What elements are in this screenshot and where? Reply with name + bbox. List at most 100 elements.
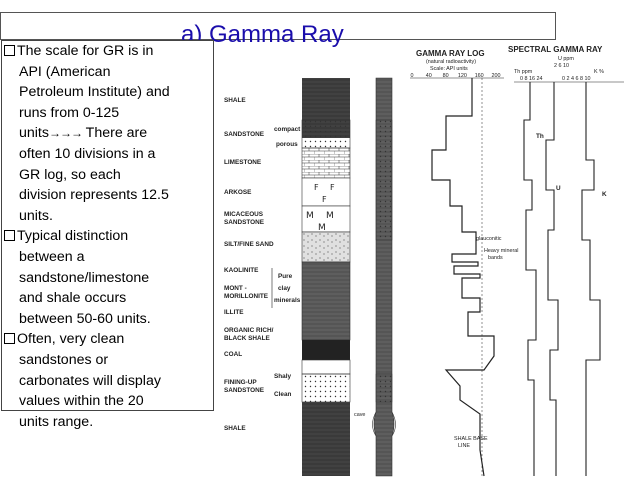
label-pure: Pure [278, 273, 293, 280]
label-fining-sandstone: SANDSTONE [224, 387, 265, 394]
shale-bottom-layer [302, 402, 350, 476]
lithology-column: F F F M M M [301, 78, 351, 476]
bullet-line: GR log, so each [19, 166, 121, 183]
gamma-ray-log-diagram: F F F M M M SHALE SANDSTONE compact poro… [224, 45, 624, 477]
gr-tick-label: 200 [492, 73, 501, 79]
cave-outline [372, 411, 396, 437]
checkbox-bullet-icon [4, 333, 15, 345]
fining-up-layer [301, 373, 351, 403]
k-curve [581, 82, 601, 476]
arrows-icon: →→→ [48, 126, 83, 141]
spectral-k-label: K % [594, 69, 604, 75]
label-limestone: LIMESTONE [224, 159, 262, 166]
gr-tick-label: 80 [443, 73, 449, 79]
micaceous-layer [301, 205, 351, 233]
bullet-gr-scale: The scale for GR is in API (American Pet… [4, 41, 213, 226]
label-porous: porous [276, 141, 298, 148]
spectral-th-ticks: 0 8 16 24 [520, 76, 542, 82]
spectral-u-ticks: 2 6 10 [554, 63, 569, 69]
arkose-mark: F [322, 195, 327, 204]
gr-tick-label: 120 [458, 73, 467, 79]
label-clay: clay [278, 285, 291, 292]
gr-tick-label: 0 [411, 73, 414, 79]
bullet-typical-distinction: Typical distinction between a sandstone/… [4, 226, 213, 329]
bullet-line: Typical distinction [17, 228, 129, 245]
label-morillonite: MORILLONITE [224, 293, 269, 300]
label-glauconitic: glauconitic [476, 236, 502, 242]
borehole-sand [375, 373, 393, 403]
th-curve [523, 82, 537, 476]
label-mont: MONT - [224, 285, 247, 292]
label-clean: Clean [274, 391, 291, 398]
gamma-ray-figure: F F F M M M SHALE SANDSTONE compact poro… [214, 40, 638, 478]
bullet-line: often 10 divisions in a [19, 145, 156, 162]
borehole-sand [375, 119, 393, 241]
bullet-line: between a [19, 248, 85, 265]
coal-gap [301, 359, 351, 375]
bullet-line: units→→→ There are [4, 123, 213, 144]
label-micaceous: MICACEOUS [224, 211, 264, 218]
gr-log-subtitle: (natural radioactivity) [426, 59, 476, 65]
gr-tick-label: 160 [475, 73, 484, 79]
label-shale-bottom: SHALE [224, 425, 246, 432]
bullet-line: values within the 20 [19, 393, 144, 410]
label-sandstone: SANDSTONE [224, 131, 265, 138]
label-fining-up: FINING-UP [224, 379, 257, 386]
gr-log-header: GAMMA RAY LOG (natural radioactivity) Sc… [410, 49, 504, 79]
bullet-line: units. [19, 207, 53, 224]
spectral-u-label: U ppm [558, 56, 574, 62]
label-shale-base-line: LINE [458, 443, 470, 449]
gr-log-title: GAMMA RAY LOG [416, 49, 485, 58]
u-curve [545, 82, 559, 476]
bullet-line: The scale for GR is in [17, 43, 154, 59]
label-illite: ILLITE [224, 309, 244, 316]
checkbox-bullet-icon [4, 230, 15, 242]
bullet-line: carbonates will display [19, 372, 161, 389]
spectral-title: SPECTRAL GAMMA RAY [508, 45, 603, 54]
bullet-line: units range. [19, 413, 94, 430]
label-shale-base: SHALE BASE [454, 436, 488, 442]
micaceous-mark: M [306, 211, 314, 221]
bullet-line: Petroleum Institute) and [19, 84, 170, 101]
bullet-clean-sandstones: Often, very clean sandstones or carbonat… [4, 329, 213, 432]
spectral-th-label: Th ppm [514, 69, 533, 75]
micaceous-mark: M [318, 223, 326, 233]
bullet-text: There are [81, 125, 148, 142]
label-heavy-mineral: Heavy mineral [484, 248, 518, 254]
clay-minerals-layer [301, 261, 351, 341]
gr-tick-labels: 0 40 80 120 160 200 [411, 73, 501, 79]
organic-shale-layer [302, 340, 350, 360]
spectral-k-ticks: 0 2 4 6 8 10 [562, 76, 590, 82]
sandstone-layer [301, 119, 351, 149]
label-micaceous-sandstone: SANDSTONE [224, 219, 265, 226]
label-kaolinite: KAOLINITE [224, 267, 259, 274]
bullet-line: Often, very clean [17, 331, 125, 348]
bullet-line: between 50-60 units. [19, 310, 151, 327]
th-curve-label: Th [536, 133, 544, 140]
silt-layer [301, 231, 351, 263]
k-curve-label: K [602, 191, 607, 198]
bullet-line: runs from 0-125 [19, 104, 120, 121]
label-minerals: minerals [274, 297, 301, 304]
bullet-line: division represents 12.5 [19, 187, 169, 204]
label-organic-rich: ORGANIC RICH/ [224, 327, 274, 334]
checkbox-bullet-icon [4, 45, 15, 56]
label-black-shale: BLACK SHALE [224, 335, 271, 342]
bullet-line: API (American [19, 63, 111, 80]
u-curve-label: U [556, 185, 561, 192]
arkose-mark: F [330, 183, 335, 192]
bullet-text-box: The scale for GR is in API (American Pet… [1, 40, 214, 430]
label-shale: SHALE [224, 97, 246, 104]
gr-curve [431, 78, 495, 477]
bullet-line: and shale occurs [19, 290, 127, 307]
bullet-line: sandstone/limestone [19, 269, 150, 286]
label-compact: compact [274, 126, 301, 133]
label-arkose: ARKOSE [224, 189, 252, 196]
arkose-mark: F [314, 183, 319, 192]
micaceous-mark: M [326, 211, 334, 221]
gr-log-scale: Scale: API units [430, 66, 468, 72]
gr-tick-label: 40 [426, 73, 432, 79]
label-bands: bands [488, 255, 503, 261]
title-box: a) Gamma Ray [0, 12, 556, 48]
borehole-column [372, 77, 396, 477]
